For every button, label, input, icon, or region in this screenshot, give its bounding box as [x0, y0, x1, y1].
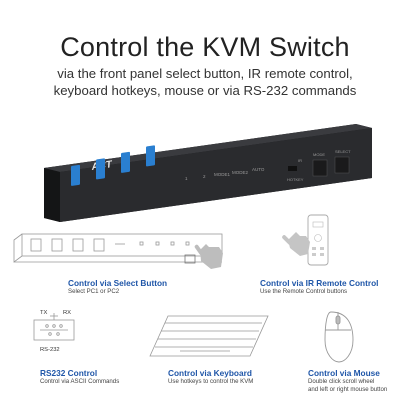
feature-rs232: RS232 Control Control via ASCII Commands: [40, 368, 119, 386]
mode-button[interactable]: [312, 159, 328, 177]
rs232-rx-label: RX: [63, 310, 71, 316]
rs232-port-label: RS-232: [40, 347, 60, 353]
feature-mouse: Control via Mouse Double click scroll wh…: [308, 368, 387, 393]
feature-rs232-desc: Control via ASCII Commands: [40, 378, 120, 385]
panel-label-2: 2: [203, 174, 206, 179]
select-button[interactable]: [334, 156, 350, 174]
feature-select-button: Control via Select Button Select PC1 or …: [68, 278, 167, 296]
select-button-label: SELECT: [335, 149, 351, 154]
feature-ir-remote-title: Control via IR Remote Control: [260, 278, 379, 288]
kvm-switch-device: ACT 1 2 MODE1 MODE2 AUTO IR HOTKEY MODE …: [44, 124, 372, 222]
rs232-connector-drawing: [33, 313, 75, 341]
rs232-tx-label: TX: [40, 310, 48, 316]
ir-label: IR: [298, 158, 302, 163]
feature-mouse-desc-2: and left or right mouse button: [308, 385, 388, 393]
hotkey-label: HOTKEY: [287, 177, 304, 182]
usb-port-1: [71, 164, 80, 186]
front-panel-drawing: [13, 233, 223, 264]
subtitle-line-1: via the front panel select button, IR re…: [57, 66, 353, 81]
mouse-icon: [324, 311, 354, 363]
panel-label-mode2: MODE2: [232, 170, 249, 175]
page-title: Control the KVM Switch: [60, 32, 350, 62]
ir-remote-icon: [282, 214, 329, 266]
feature-select-button-title: Control via Select Button: [68, 278, 168, 288]
feature-keyboard-title: Control via Keyboard: [168, 368, 252, 378]
feature-ir-remote: Control via IR Remote Control Use the Re…: [260, 278, 378, 296]
hand-pointing-icon: [194, 244, 223, 269]
ir-sensor: [288, 166, 297, 171]
keyboard-icon: [149, 315, 269, 357]
feature-rs232-title: RS232 Control: [40, 368, 98, 378]
feature-select-button-desc: Select PC1 or PC2: [68, 288, 120, 295]
usb-ports: [71, 145, 155, 186]
feature-keyboard: Control via Keyboard Use hotkeys to cont…: [168, 368, 253, 386]
feature-keyboard-desc: Use hotkeys to control the KVM: [168, 378, 254, 385]
feature-mouse-title: Control via Mouse: [308, 368, 380, 378]
panel-label-1: 1: [185, 176, 188, 181]
mode-button-label: MODE: [313, 152, 325, 157]
usb-port-4: [146, 145, 155, 167]
panel-label-mode1: MODE1: [214, 172, 231, 177]
feature-ir-remote-desc: Use the Remote Control buttons: [260, 288, 348, 295]
panel-label-auto: AUTO: [252, 167, 265, 172]
feature-mouse-desc-1: Double click scroll wheel: [308, 378, 375, 385]
usb-port-2: [96, 158, 105, 180]
usb-port-3: [121, 151, 130, 173]
subtitle-line-2: keyboard hotkeys, mouse or via RS-232 co…: [53, 83, 357, 98]
